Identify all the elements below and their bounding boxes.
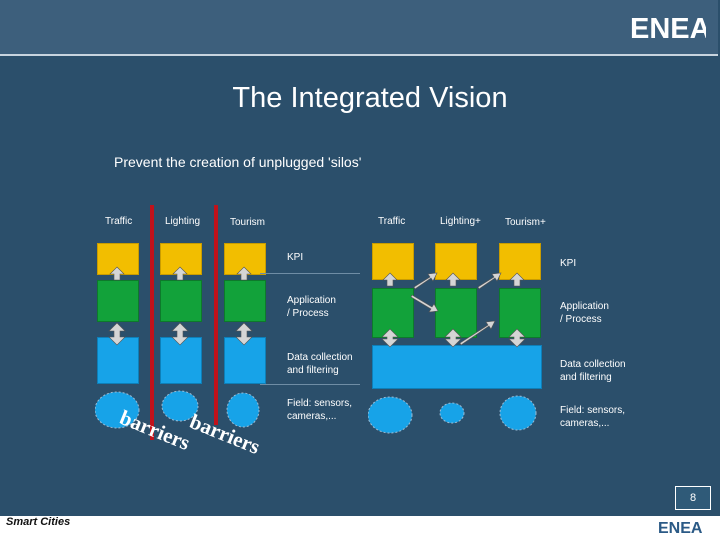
right-layer-kpi: KPI bbox=[560, 258, 577, 269]
right-data-shared bbox=[372, 345, 542, 389]
sensor-cloud-icon bbox=[368, 396, 413, 434]
left-layer-field: Field: sensors, cameras,... bbox=[287, 398, 353, 422]
arrow-up-icon bbox=[509, 272, 525, 287]
right-col-tourism: Tourism+ bbox=[505, 217, 546, 228]
right-kpi-traffic bbox=[372, 243, 414, 280]
right-layer-application: Application / Process bbox=[560, 301, 609, 325]
header-bar: ENEA bbox=[0, 0, 718, 56]
left-col-lighting: Lighting bbox=[165, 216, 201, 227]
right-sensor-clouds bbox=[368, 395, 537, 434]
arrow-updown-icon bbox=[108, 322, 126, 346]
data-separator bbox=[260, 384, 360, 385]
sensor-cloud-icon bbox=[499, 395, 537, 431]
arrow-updown-icon bbox=[508, 328, 526, 348]
arrow-updown-icon bbox=[171, 322, 189, 346]
arrow-updown-icon bbox=[444, 328, 462, 348]
enea-footer-logo-icon: ENEA bbox=[658, 520, 703, 537]
left-layer-data: Data collection and filtering bbox=[287, 352, 353, 376]
diagonal-arrow-icon bbox=[477, 272, 502, 290]
barrier-bar-2 bbox=[214, 205, 218, 425]
sensor-cloud-icon bbox=[439, 402, 465, 424]
arrow-up-icon bbox=[382, 272, 398, 287]
kpi-separator bbox=[260, 273, 360, 274]
left-col-tourism: Tourism bbox=[230, 217, 266, 228]
sensor-cloud-icon bbox=[226, 392, 260, 428]
left-arrows bbox=[108, 266, 253, 346]
left-sensor-clouds bbox=[95, 390, 260, 429]
sensor-cloud-icon bbox=[95, 391, 140, 429]
right-arrows bbox=[381, 272, 526, 348]
right-app-lighting bbox=[435, 288, 477, 338]
barrier-bar-1 bbox=[150, 205, 154, 440]
left-col-traffic: Traffic bbox=[105, 216, 133, 227]
left-layer-application: Application / Process bbox=[287, 295, 336, 319]
page-subtitle: Prevent the creation of unplugged 'silos… bbox=[114, 154, 362, 170]
arrow-up-icon bbox=[172, 266, 188, 281]
page-title: The Integrated Vision bbox=[232, 82, 508, 114]
diagonal-arrow-icon bbox=[459, 320, 496, 346]
right-layer-data: Data collection and filtering bbox=[560, 359, 626, 383]
right-col-traffic: Traffic bbox=[378, 216, 406, 227]
right-layer-field: Field: sensors, cameras,... bbox=[560, 405, 626, 429]
diagonal-arrow-icon bbox=[410, 294, 439, 313]
left-data-traffic bbox=[97, 337, 139, 384]
right-col-lighting: Lighting+ bbox=[440, 216, 481, 227]
footer-title: Smart Cities bbox=[6, 516, 71, 528]
svg-text:ENEA: ENEA bbox=[630, 13, 706, 42]
left-app-traffic bbox=[97, 280, 139, 322]
right-app-tourism bbox=[499, 288, 541, 338]
left-app-lighting bbox=[160, 280, 202, 322]
left-layer-kpi: KPI bbox=[287, 252, 304, 263]
diagonal-arrow-icon bbox=[413, 272, 438, 290]
arrow-up-icon bbox=[236, 266, 252, 281]
enea-logo-icon: ENEA bbox=[630, 13, 706, 42]
arrow-updown-icon bbox=[381, 328, 399, 348]
svg-text:ENEA: ENEA bbox=[658, 520, 703, 537]
page-number: 8 bbox=[675, 486, 711, 510]
arrow-up-icon bbox=[109, 266, 125, 281]
arrow-updown-icon bbox=[235, 322, 253, 346]
left-app-tourism bbox=[224, 280, 266, 322]
sensor-cloud-icon bbox=[161, 390, 199, 422]
arrow-up-icon bbox=[445, 272, 461, 287]
footer-bar bbox=[0, 516, 720, 540]
